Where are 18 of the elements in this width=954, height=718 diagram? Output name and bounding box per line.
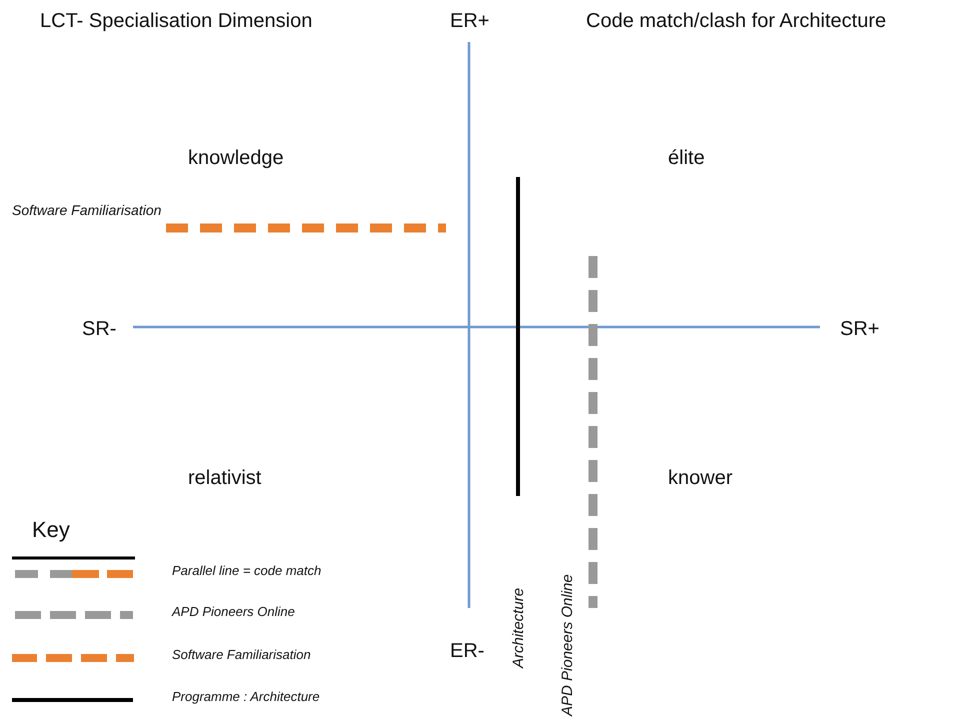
axis-label: ER+ [450,10,490,32]
line-label: Software Familiarisation [12,203,162,218]
line-label: Architecture [511,588,528,668]
axis-label: ER- [450,640,484,662]
quadrant-label: relativist [188,467,262,489]
diagram-subtitle: Code match/clash for Architecture [586,10,886,32]
axis-label: SR- [82,318,116,340]
axis-label: SR+ [840,318,880,340]
quadrant-label: élite [668,147,705,169]
line-label: APD Pioneers Online [560,574,576,716]
quadrant-label: knower [668,467,732,489]
diagram-title: LCT- Specialisation Dimension [40,10,312,32]
legend-label: Parallel line = code match [172,564,322,578]
legend-title: Key [32,518,70,542]
legend-label: Programme : Architecture [172,690,320,704]
quadrant-label: knowledge [188,147,284,169]
legend-label: Software Familiarisation [172,648,311,662]
legend-label: APD Pioneers Online [172,605,295,620]
